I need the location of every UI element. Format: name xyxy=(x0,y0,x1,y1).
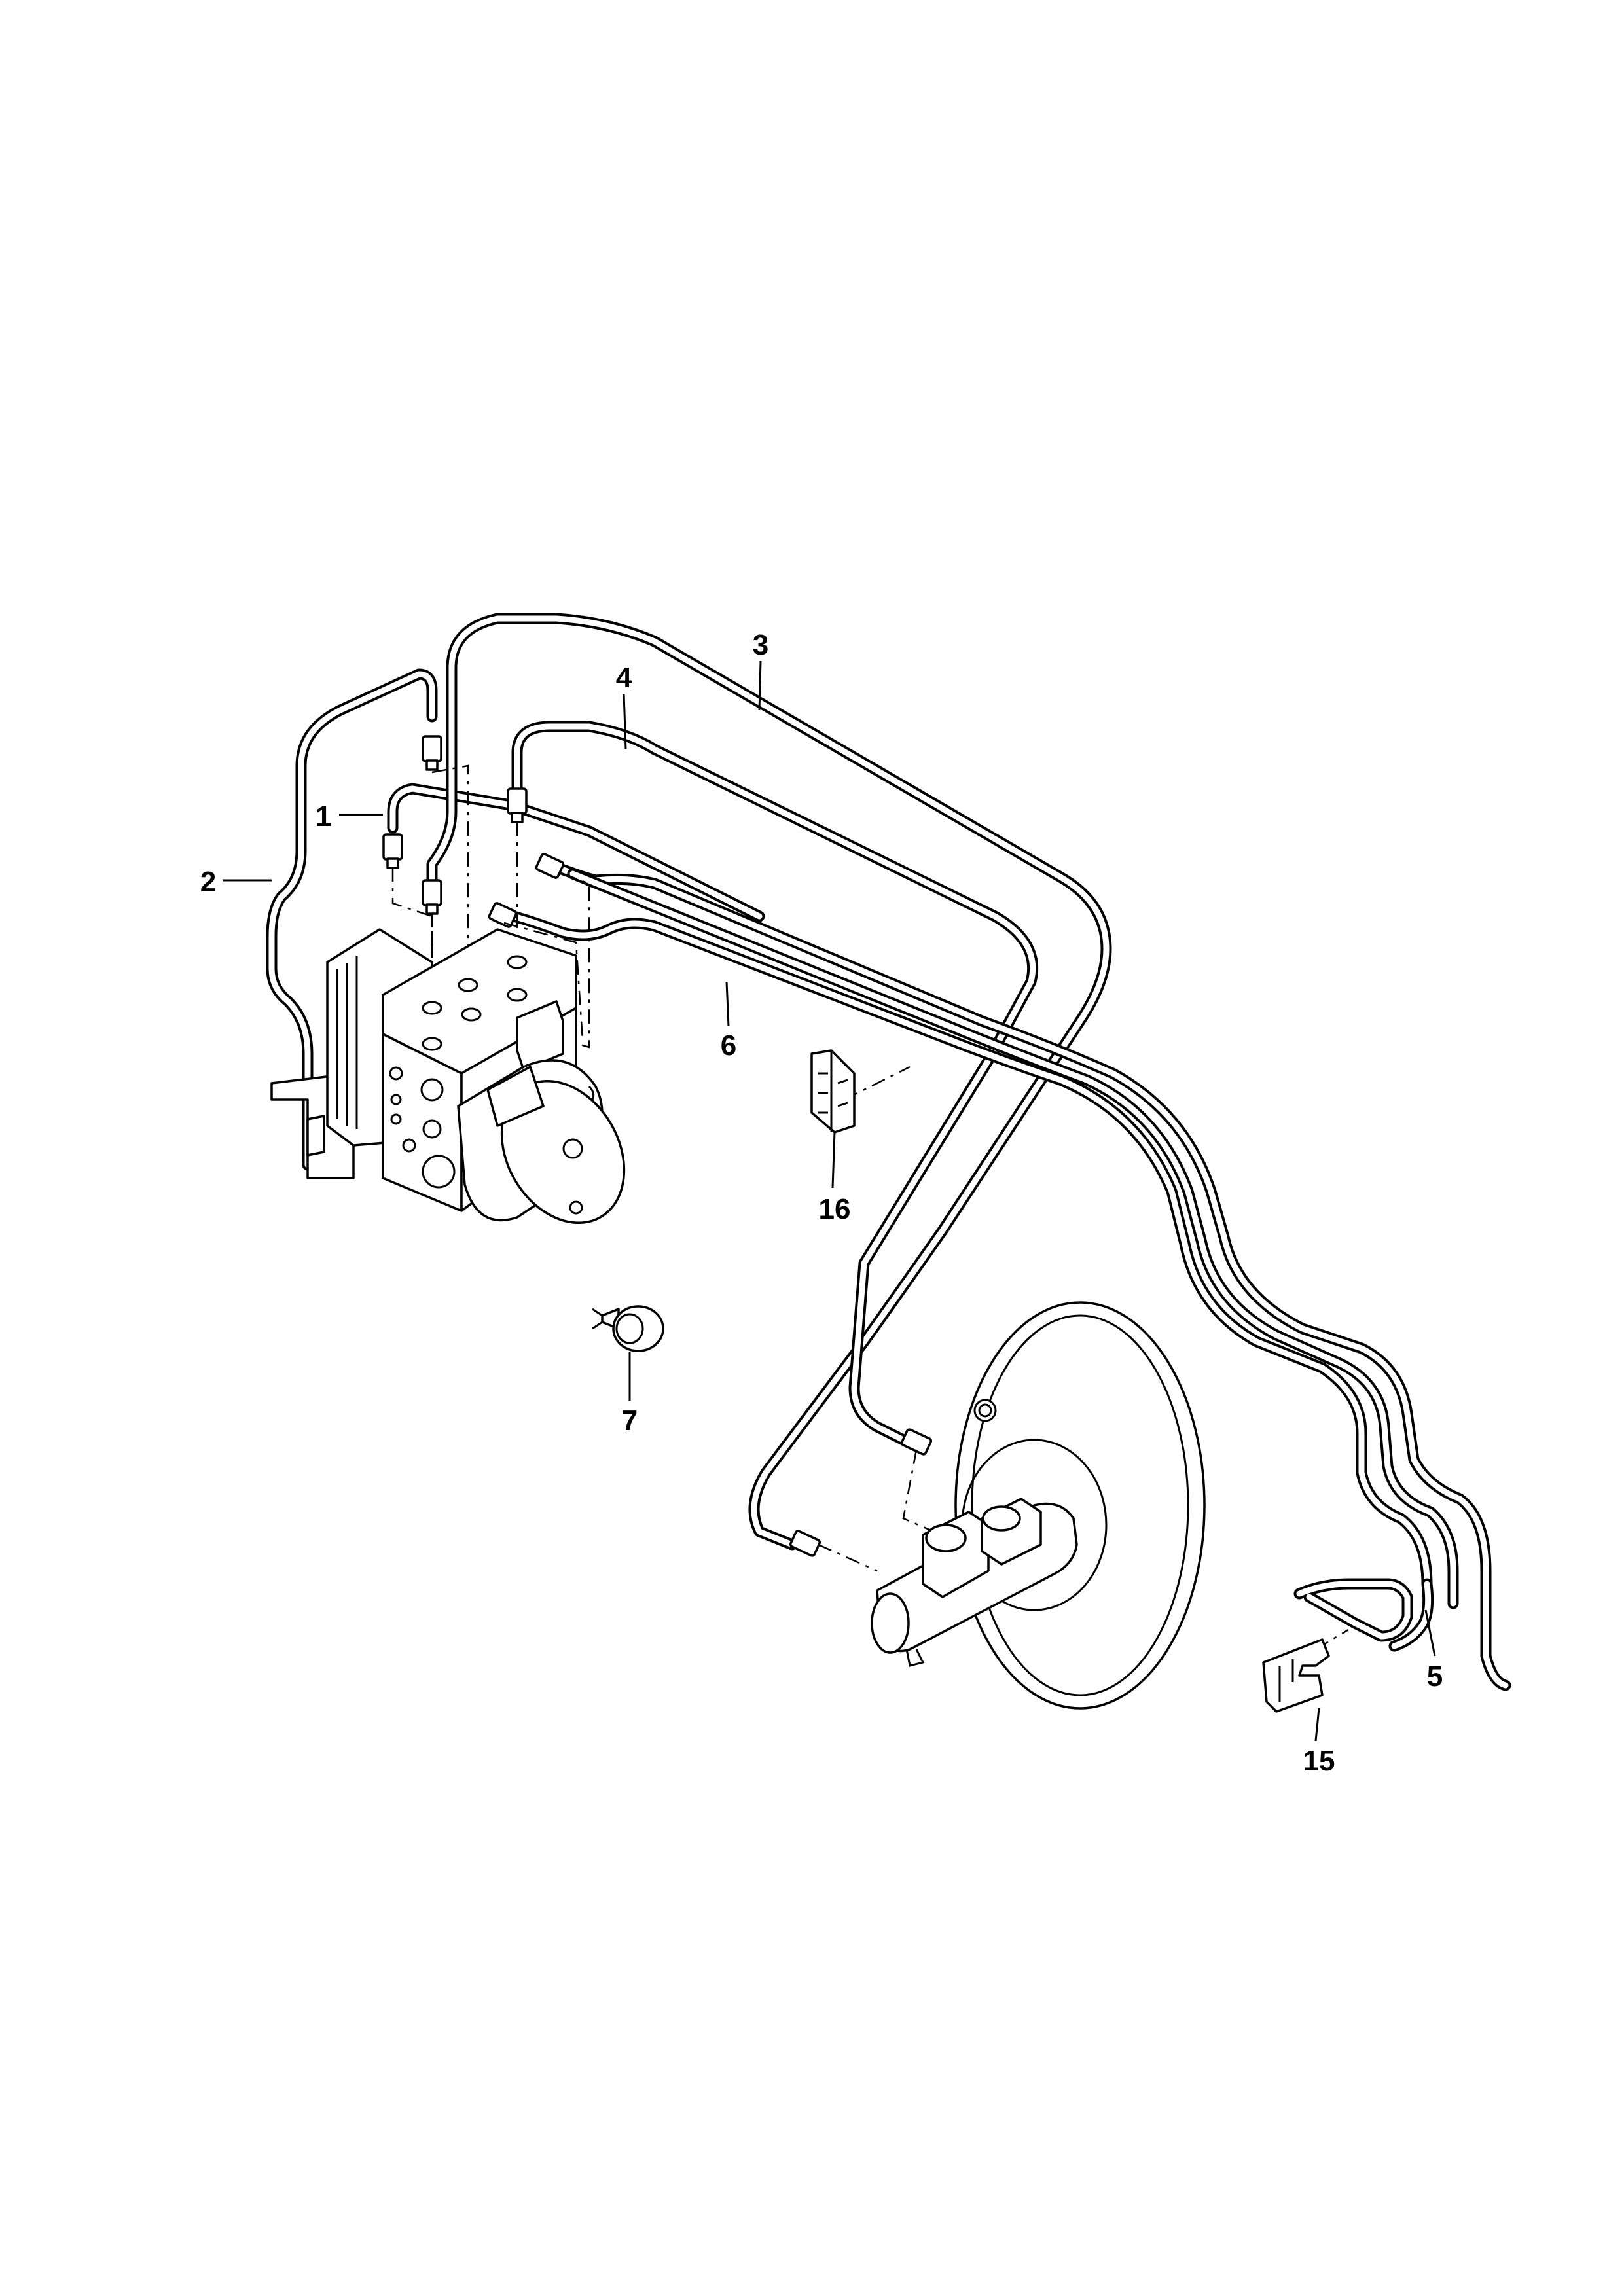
part-16-pipe-clip xyxy=(810,1049,856,1134)
callout-5: 5 xyxy=(1427,1660,1443,1693)
callout-16: 16 xyxy=(819,1193,851,1225)
fitting-pipe-3 xyxy=(422,879,442,915)
callouts: 1 2 3 4 5 6 7 15 16 xyxy=(200,629,1443,1777)
callout-15: 15 xyxy=(1303,1745,1335,1777)
callout-2: 2 xyxy=(200,866,216,898)
leader-15 xyxy=(1314,1708,1320,1742)
fitting-pipe-1 xyxy=(382,833,403,869)
leader-16 xyxy=(831,1132,836,1189)
fitting-pipe-6-lower xyxy=(488,902,518,928)
callout-1: 1 xyxy=(316,800,331,833)
brake-booster xyxy=(954,1301,1206,1710)
tube-fittings xyxy=(382,735,933,1557)
brake-pipes xyxy=(266,613,1511,1691)
brake-pipe-4 xyxy=(511,721,1039,1446)
brake-pipe-6 xyxy=(508,861,1511,1691)
callout-3: 3 xyxy=(753,629,768,661)
leader-5 xyxy=(1424,1609,1436,1657)
abs-hydraulic-unit xyxy=(270,928,626,1225)
fitting-master-cylinder-lower xyxy=(789,1530,821,1557)
leader-3 xyxy=(758,660,762,711)
part-7-grommet xyxy=(592,1305,664,1352)
fitting-pipe-2 xyxy=(422,735,442,771)
brake-pipe-1 xyxy=(387,783,765,922)
callout-7: 7 xyxy=(622,1405,638,1437)
leader-lines xyxy=(223,660,1436,1742)
leader-4 xyxy=(623,693,627,750)
callout-6: 6 xyxy=(721,1030,736,1062)
callout-4: 4 xyxy=(616,662,632,694)
fitting-pipe-4 xyxy=(507,787,528,823)
brake-pipe-2 xyxy=(266,668,438,1171)
leader-6 xyxy=(725,981,730,1027)
brake-pipe-3 xyxy=(426,613,1112,1551)
fitting-master-cylinder-upper xyxy=(900,1428,933,1456)
part-15-clip xyxy=(1262,1638,1330,1713)
master-cylinder xyxy=(871,1498,1078,1667)
fitting-pipe-6-upper xyxy=(535,853,565,879)
brake-pipe-5 xyxy=(1293,1578,1434,1652)
